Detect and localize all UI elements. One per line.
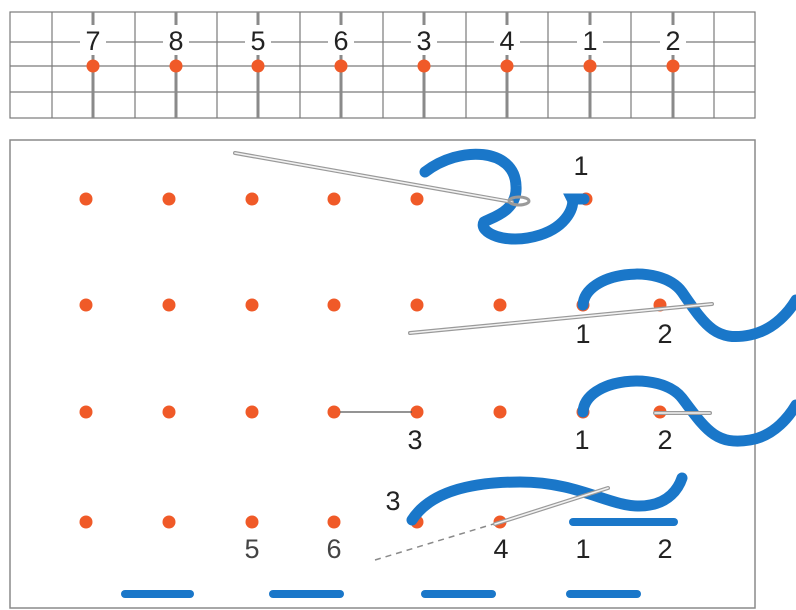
chart-dot xyxy=(334,59,348,73)
fabric-dot xyxy=(493,298,507,312)
step-4: 3 5 6 4 1 2 xyxy=(79,472,688,564)
stitch-chart: 7 8 5 6 3 4 1 2 xyxy=(9,11,756,119)
fabric-dot xyxy=(162,515,176,529)
stitch-label: 5 xyxy=(244,534,259,564)
thread xyxy=(577,375,796,447)
stitch-label: 6 xyxy=(326,534,341,564)
chart-dot xyxy=(86,59,100,73)
needle xyxy=(493,486,610,526)
chart-dot xyxy=(417,59,431,73)
fabric-dot xyxy=(79,192,93,206)
fabric-dot xyxy=(79,515,93,529)
fabric-dot xyxy=(162,405,176,419)
stitch-label: 3 xyxy=(385,486,400,516)
fabric-dot xyxy=(327,192,341,206)
stitch-label: 2 xyxy=(657,425,672,455)
stitch-label: 4 xyxy=(493,534,508,564)
stitch-label: 2 xyxy=(657,319,672,349)
chart-number: 2 xyxy=(665,26,680,56)
fabric-dot xyxy=(79,298,93,312)
fabric-dot xyxy=(245,192,259,206)
fabric-dot xyxy=(327,405,341,419)
chart-numbers: 7 8 5 6 3 4 1 2 xyxy=(80,25,686,56)
needle xyxy=(408,302,714,335)
fabric-dot xyxy=(410,298,424,312)
stitch-label: 3 xyxy=(407,425,422,455)
stitch-label: 1 xyxy=(575,534,590,564)
chart-dot xyxy=(251,59,265,73)
chart-dot xyxy=(169,59,183,73)
stitch-label: 1 xyxy=(574,425,589,455)
needle xyxy=(233,151,531,207)
step-2-dots xyxy=(79,298,667,312)
thread xyxy=(406,472,688,526)
chart-grid xyxy=(9,11,756,119)
chart-number: 4 xyxy=(499,26,514,56)
fabric-dot xyxy=(327,298,341,312)
chart-number: 6 xyxy=(333,26,348,56)
chart-number: 1 xyxy=(582,26,597,56)
stitch-label: 2 xyxy=(657,534,672,564)
fabric-dot xyxy=(410,405,424,419)
chart-number: 8 xyxy=(168,26,183,56)
stitch-label: 1 xyxy=(575,319,590,349)
fabric-dot xyxy=(79,405,93,419)
step-1: 1 xyxy=(79,148,593,245)
chart-number: 3 xyxy=(416,26,431,56)
steps-panel xyxy=(9,139,756,609)
chart-dots xyxy=(86,59,680,73)
thread xyxy=(419,148,590,245)
fabric-dot xyxy=(245,405,259,419)
step-2: 1 2 xyxy=(79,268,796,349)
stitch-label: 1 xyxy=(573,151,588,181)
fabric-dot xyxy=(162,298,176,312)
chart-dot xyxy=(583,59,597,73)
fabric-dot xyxy=(493,405,507,419)
step-3: 3 1 2 xyxy=(79,375,796,455)
fabric-dot xyxy=(245,515,259,529)
fabric-dot xyxy=(410,192,424,206)
chart-dot xyxy=(500,59,514,73)
thread xyxy=(577,268,796,342)
chart-number: 5 xyxy=(250,26,265,56)
fabric-dot xyxy=(327,515,341,529)
chart-dot xyxy=(666,59,680,73)
fabric-dot xyxy=(162,192,176,206)
fabric-dot xyxy=(245,298,259,312)
chart-number: 7 xyxy=(85,26,100,56)
